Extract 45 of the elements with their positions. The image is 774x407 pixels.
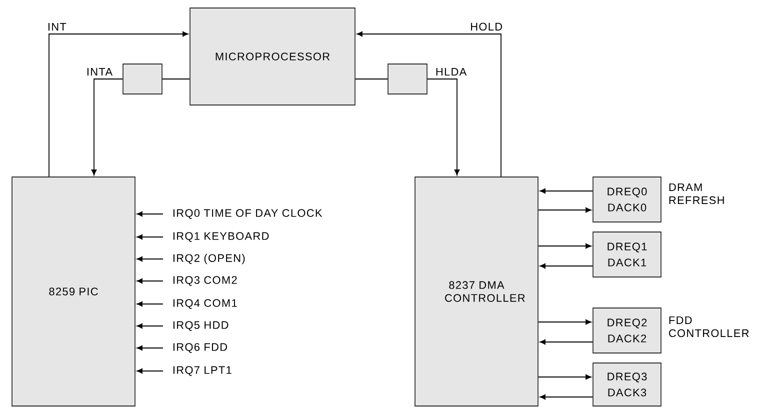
arrow [427, 78, 460, 176]
signal-box: DREQ1 DACK1 [592, 232, 662, 278]
signal-label: IRQ0 TIME OF DAY CLOCK [171, 208, 324, 220]
signal-box: DREQ2 DACK2 [592, 308, 662, 354]
arrow [538, 374, 592, 380]
buffer-box [388, 64, 428, 94]
arrow [136, 301, 164, 307]
device-label: FDD CONTROLLER [669, 316, 749, 338]
arrow [540, 188, 593, 194]
arrow [48, 31, 188, 177]
chip-box: 8237 DMA CONTROLLER [414, 176, 538, 406]
arrow [540, 394, 593, 400]
signal-label: IRQ3 COM2 [171, 275, 238, 287]
device-label: DRAM REFRESH [669, 183, 724, 204]
signal-label: INT [46, 22, 68, 32]
arrow [540, 339, 593, 345]
signal-label: IRQ4 COM1 [171, 298, 238, 310]
arrow [356, 31, 502, 177]
signal-label: HOLD [469, 22, 504, 32]
signal-label: IRQ2 (OPEN) [171, 252, 246, 266]
arrow [538, 243, 592, 249]
connector-line [355, 78, 388, 80]
signal-box: DREQ3 DACK3 [592, 362, 662, 406]
arrow [136, 256, 164, 262]
signal-label: IRQ5 HDD [171, 320, 230, 332]
arrow [136, 278, 164, 284]
microprocessor-box: MICROPROCESSOR [190, 8, 356, 106]
signal-label: IRQ1 KEYBOARD [171, 231, 270, 243]
arrow [136, 323, 164, 329]
buffer-box [122, 64, 162, 94]
connector-line [162, 78, 190, 80]
arrow [540, 263, 593, 269]
arrow [136, 368, 164, 374]
arrow [91, 78, 123, 176]
signal-label: IRQ6 FDD [171, 342, 229, 354]
arrow [136, 211, 164, 217]
arrow [538, 207, 592, 213]
signal-label: IRQ7 LPT1 [171, 365, 233, 377]
arrow [136, 234, 164, 240]
signal-label: HLDA [434, 67, 468, 77]
arrow [538, 319, 592, 325]
signal-label: INTA [85, 67, 114, 77]
arrow [136, 345, 164, 351]
chip-box: 8259 PIC [12, 176, 136, 406]
signal-box: DREQ0 DACK0 [592, 176, 662, 222]
